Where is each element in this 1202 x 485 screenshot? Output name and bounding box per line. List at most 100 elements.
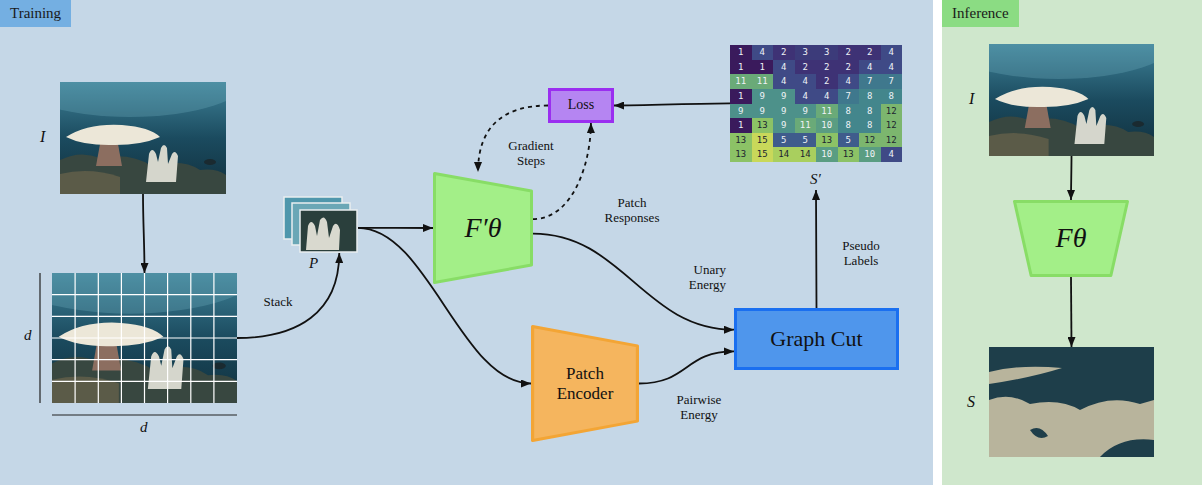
grid-cell: 1 — [752, 60, 774, 75]
grid-cell: 4 — [773, 60, 795, 75]
grid-cell: 1 — [730, 89, 752, 104]
grid-cell: 11 — [816, 104, 838, 119]
grid-cell: 1 — [730, 60, 752, 75]
flow-arrow — [533, 234, 734, 330]
grid-cell: 13 — [752, 118, 774, 133]
flow-arrow — [815, 190, 817, 308]
input-photo — [10, 37, 250, 194]
grid-cell: 10 — [816, 118, 838, 133]
dimension-label: d — [140, 419, 148, 436]
grid-cell: 9 — [773, 89, 795, 104]
grid-photo — [0, 221, 264, 403]
grid-cell: 7 — [859, 74, 881, 89]
box-label: Graph Cut — [770, 326, 862, 351]
grid-cell: 11 — [795, 118, 817, 133]
grid-cell: 4 — [859, 60, 881, 75]
grid-cell: 7 — [881, 74, 903, 89]
grid-cell: 9 — [773, 104, 795, 119]
grid-cell: 1 — [730, 118, 752, 133]
flow-arrow — [237, 253, 339, 338]
grid-cell: 5 — [773, 133, 795, 148]
dimension-lines — [40, 273, 237, 415]
patch-grid — [52, 273, 237, 403]
inference-panel: InferenceI FθS — [942, 0, 1202, 485]
edge-label: Pseudo Labels — [832, 238, 890, 270]
grid-cell: 14 — [795, 147, 817, 162]
grid-cell: 11 — [752, 74, 774, 89]
grid-cell: 10 — [859, 147, 881, 162]
image-label: S — [967, 393, 975, 411]
node-shape — [1015, 202, 1128, 276]
edge-label: Patch Responses — [592, 195, 672, 227]
inference-image: I — [989, 44, 1154, 156]
grid-cell: 4 — [752, 45, 774, 60]
grid-cell: 12 — [881, 118, 903, 133]
patch-encoder: Patch Encoder — [531, 325, 639, 442]
grid-cell: 4 — [816, 89, 838, 104]
grid-cell: 2 — [838, 45, 860, 60]
grid-cell: 10 — [816, 147, 838, 162]
grid-cell: 13 — [838, 147, 860, 162]
grid-cell: 12 — [881, 104, 903, 119]
grid-cell: 3 — [795, 45, 817, 60]
grid-cell: 11 — [730, 74, 752, 89]
grid-cell: 4 — [773, 74, 795, 89]
grid-cell: 14 — [773, 147, 795, 162]
box-label: Loss — [568, 97, 594, 113]
network-label: Fθ — [1056, 222, 1087, 254]
inference-network: Fθ — [1013, 200, 1129, 277]
grid-cell: 8 — [859, 118, 881, 133]
grid-cell: 8 — [859, 104, 881, 119]
grid-cell: 2 — [795, 60, 817, 75]
flow-arrow — [358, 228, 531, 384]
patch-stack — [284, 197, 357, 252]
patch-grid-image: dd — [52, 273, 237, 403]
image-label: I — [969, 90, 974, 108]
grid-cell: 4 — [881, 60, 903, 75]
grid-cell: 8 — [881, 89, 903, 104]
grid-cell: 8 — [838, 118, 860, 133]
edge-label: Gradient Steps — [500, 138, 562, 170]
grid-cell: 2 — [773, 45, 795, 60]
grid-cell: 4 — [795, 89, 817, 104]
edge-label: Pairwise Energy — [664, 392, 734, 424]
image-label: I — [40, 128, 45, 146]
input-image: I — [60, 82, 226, 194]
segmentation-image: S — [989, 347, 1154, 457]
edge-label: Stack — [256, 294, 300, 311]
grid-cell: 2 — [838, 60, 860, 75]
dashed-arrow — [478, 106, 548, 173]
grid-cell: 3 — [816, 45, 838, 60]
grid-cell: 8 — [838, 104, 860, 119]
dimension-label: d — [24, 327, 32, 344]
flow-arrow — [143, 194, 145, 273]
edge-label: Unary Energy — [668, 262, 728, 294]
grid-cell: 13 — [730, 147, 752, 162]
grid-cell: 1 — [730, 45, 752, 60]
flow-arrow — [639, 351, 734, 383]
grid-cell: 15 — [752, 147, 774, 162]
flow-arrow — [358, 227, 433, 229]
panel-tab: Inference — [942, 0, 1019, 27]
grid-cell: 4 — [838, 74, 860, 89]
flow-arrow — [1070, 156, 1072, 200]
grid-cell: 12 — [881, 133, 903, 148]
grid-cell: 9 — [752, 89, 774, 104]
train-network: F′θ — [433, 172, 533, 284]
network-label: F′θ — [465, 212, 502, 244]
dashed-arrow — [533, 123, 591, 219]
grid-cell: 5 — [795, 133, 817, 148]
panel-tab: Training — [0, 0, 71, 27]
loss-box: Loss — [548, 88, 614, 123]
grid-cell: 9 — [752, 104, 774, 119]
grid-cell: 2 — [816, 60, 838, 75]
graph-cut-box: Graph Cut — [734, 308, 899, 370]
grid-cell: 5 — [838, 133, 860, 148]
grid-cell: 2 — [816, 74, 838, 89]
grid-cell: 4 — [795, 74, 817, 89]
grid-cell: 13 — [730, 133, 752, 148]
grid-cell: 12 — [859, 133, 881, 148]
